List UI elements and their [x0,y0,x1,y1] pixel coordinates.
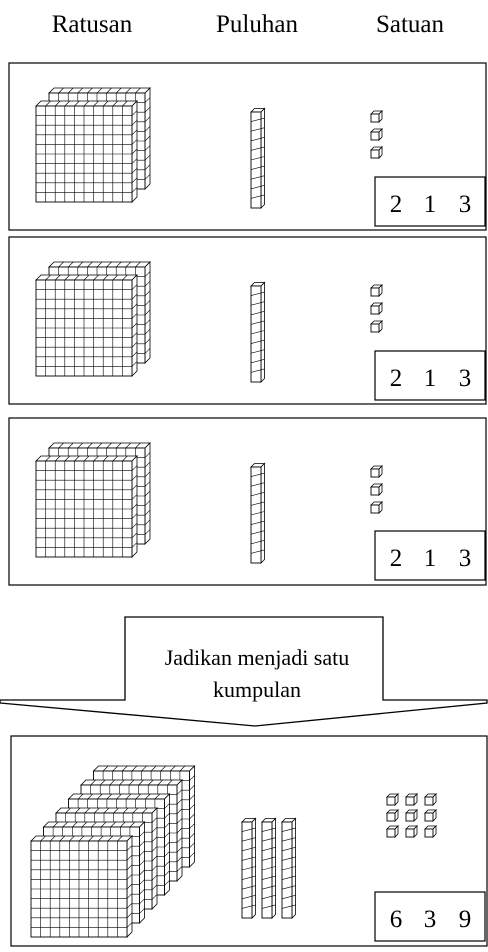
result-unit-cube-4 [386,809,399,822]
row3-unit-cube-2 [370,483,383,496]
base-ten-blocks [30,87,437,938]
row3-digit-ones: 3 [459,545,472,572]
row-panel-3 [8,417,487,586]
result-ten-rod-2 [261,817,277,919]
result-unit-cube-5 [405,809,418,822]
row1-unit-cube-1 [370,110,383,123]
row1-unit-cube-3 [370,146,383,159]
result-ten-rod-3 [281,817,297,919]
result-panel [10,735,488,947]
header-tens: Puluhan [216,11,298,38]
result-unit-cube-9 [424,825,437,838]
row2-digit-hundreds: 2 [390,365,403,392]
row1-ten-rod-1 [250,107,266,209]
row2-digit-ones: 3 [459,365,472,392]
row3-digit-hundreds: 2 [390,545,403,572]
row3-unit-cube-3 [370,501,383,514]
digit-box-1 [374,176,486,227]
row1-unit-cube-2 [370,128,383,141]
row2-digit-tens: 1 [424,365,437,392]
row3-ten-rod-1 [250,462,266,564]
result-digit-ones: 9 [459,906,472,933]
row2-unit-cube-2 [370,302,383,315]
row2-ten-rod-1 [250,281,266,383]
row1-digit-tens: 1 [424,191,437,218]
row1-digit-ones: 3 [459,191,472,218]
result-unit-cube-3 [424,793,437,806]
row-panel-1 [8,62,487,231]
row1-digit-hundreds: 2 [390,191,403,218]
row-panel-2 [8,236,487,405]
result-unit-cube-1 [386,793,399,806]
header-ones: Satuan [376,11,445,38]
row3-unit-cube-1 [370,465,383,478]
result-ten-rod-1 [241,817,257,919]
result-unit-cube-6 [424,809,437,822]
result-digit-tens: 3 [424,906,437,933]
row2-hundred-flat-1 [35,274,138,377]
arrow-label-line2: kumpulan [213,677,301,702]
result-unit-cube-7 [386,825,399,838]
digit-box-3 [374,530,486,581]
arrow-label-line1: Jadikan menjadi satu [165,645,350,670]
digit-box-2 [374,350,486,401]
result-unit-cube-2 [405,793,418,806]
combine-arrow [0,616,488,727]
row3-digit-tens: 1 [424,545,437,572]
header-hundreds: Ratusan [52,11,133,38]
result-digit-hundreds: 6 [390,906,403,933]
row2-unit-cube-3 [370,320,383,333]
result-hundred-flat-1 [30,835,133,938]
row2-unit-cube-1 [370,284,383,297]
digit-box-result [374,891,486,942]
row3-hundred-flat-1 [35,455,138,558]
row1-hundred-flat-1 [35,100,138,203]
result-unit-cube-8 [405,825,418,838]
